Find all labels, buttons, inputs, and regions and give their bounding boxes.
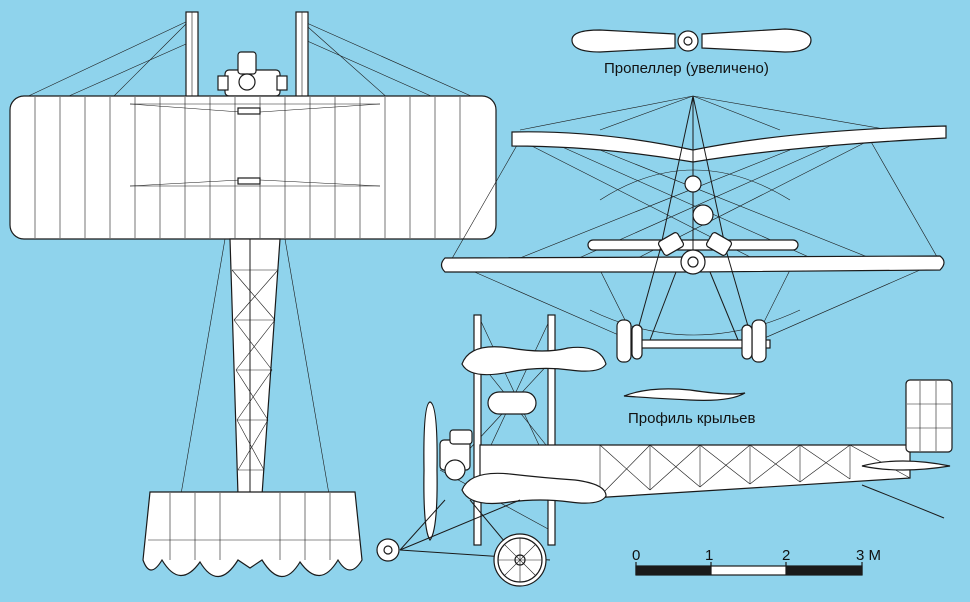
rudder-side <box>905 379 953 453</box>
propeller-drawing <box>571 28 812 53</box>
wing-ribs <box>34 97 461 238</box>
wing-profile-label: Профиль крыльев <box>628 410 756 427</box>
top-view-wires <box>19 19 481 101</box>
scale-tick-0: 0 <box>632 547 641 564</box>
scale-tick-2: 2 <box>782 547 791 564</box>
engine-top <box>217 51 288 97</box>
propeller-label: Пропеллер (увеличено) <box>604 60 769 77</box>
scale-tick-1: 1 <box>705 547 714 564</box>
side-view <box>376 314 953 587</box>
lower-wing-side <box>461 472 607 505</box>
fuel-tank-side <box>487 391 537 415</box>
engine-side <box>439 429 473 481</box>
upper-wing-front <box>511 125 947 163</box>
front-wheels <box>616 319 767 363</box>
fuselage-top <box>229 238 281 496</box>
engine-front <box>657 232 733 275</box>
upper-wing-side <box>461 346 607 376</box>
propeller-side <box>423 401 438 542</box>
wing-profile-shape <box>623 388 746 401</box>
fuselage-truss <box>179 238 331 501</box>
landing-wheels-side <box>376 533 547 587</box>
top-view <box>9 11 497 578</box>
tailplane-top <box>142 491 363 578</box>
main-wing-top <box>9 95 497 240</box>
scale-tick-3: 3 М <box>856 547 882 564</box>
scale-bar <box>635 562 863 576</box>
front-view <box>440 95 947 363</box>
front-view-wires <box>449 95 941 341</box>
front-outriggers <box>185 11 309 99</box>
